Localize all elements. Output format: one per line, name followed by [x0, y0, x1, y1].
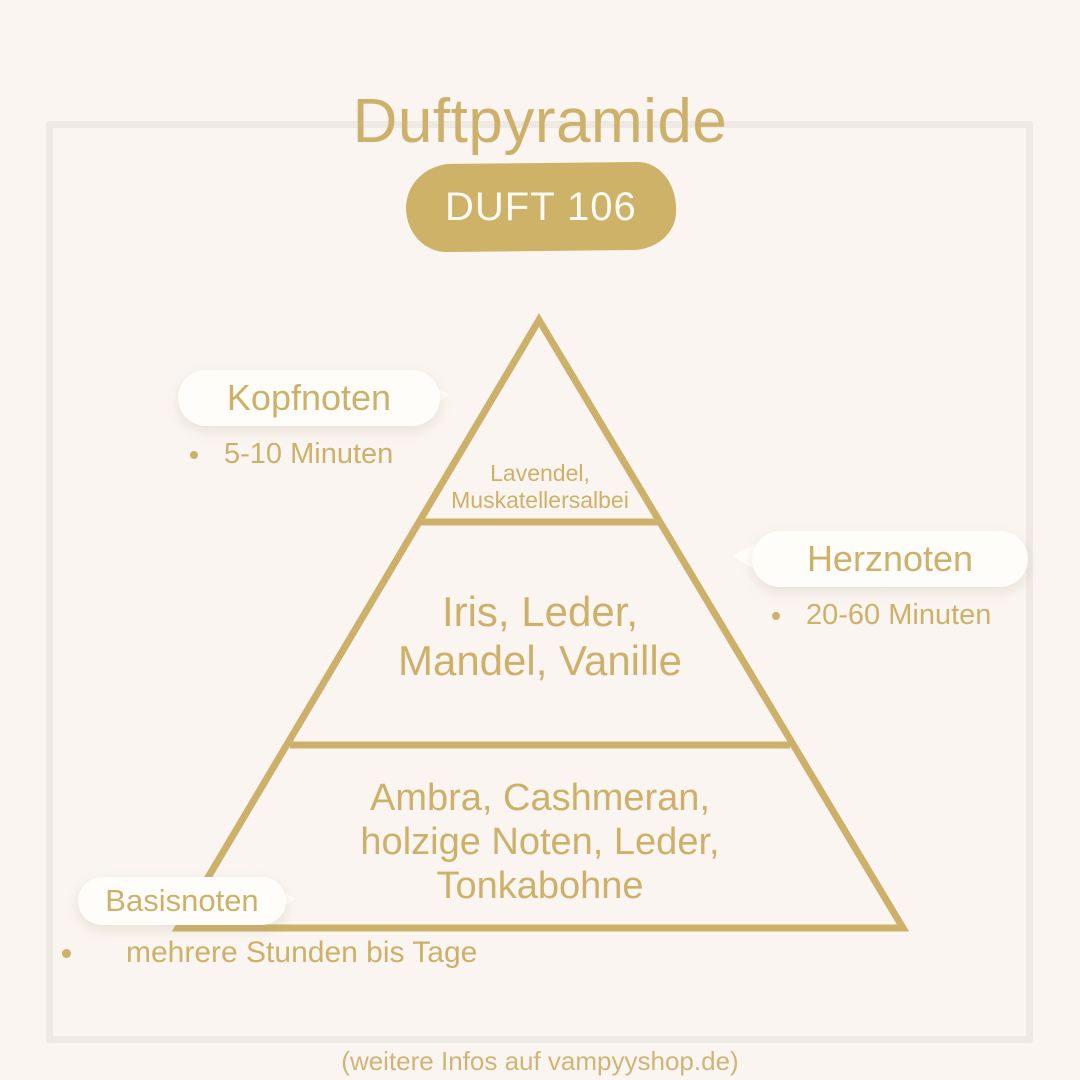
bullet-dot-icon — [62, 948, 71, 958]
kopfnoten-duration-label: 5-10 Minuten — [224, 438, 394, 470]
page-title: Duftpyramide — [352, 87, 728, 156]
herznoten-bubble-label: Herznoten — [806, 538, 974, 579]
herznoten-duration: 20-60 Minuten — [772, 599, 991, 632]
pyramid-heart-notes: Iris, Leder, Mandel, Vanille — [397, 588, 683, 684]
fragrance-badge-label: DUFT 106 — [445, 184, 637, 229]
decorative-frame — [46, 121, 1033, 1043]
pyramid-top-notes: Lavendel, Muskatellersalbei — [451, 460, 629, 513]
kopfnoten-bubble: Kopfnoten — [178, 370, 440, 426]
basisnoten-bubble-label: Basisnoten — [105, 883, 259, 918]
bullet-dot-icon — [190, 450, 198, 459]
herznoten-bubble: Herznoten — [752, 531, 1028, 587]
kopfnoten-duration: 5-10 Minuten — [190, 438, 393, 471]
bullet-dot-icon — [772, 611, 780, 620]
herznoten-bubble-tail — [732, 544, 755, 569]
herznoten-duration-label: 20-60 Minuten — [806, 599, 992, 631]
basisnoten-duration-label: mehrere Stunden bis Tage — [126, 936, 478, 969]
basisnoten-bubble: Basisnoten — [78, 877, 286, 925]
kopfnoten-bubble-label: Kopfnoten — [226, 377, 392, 418]
basisnoten-duration: mehrere Stunden bis Tage — [62, 936, 477, 970]
pyramid-base-notes: Ambra, Cashmeran, holzige Noten, Leder, … — [360, 777, 720, 908]
footer-note: (weitere Infos auf vampyyshop.de) — [341, 1046, 739, 1076]
fragrance-badge: DUFT 106 — [405, 161, 677, 253]
